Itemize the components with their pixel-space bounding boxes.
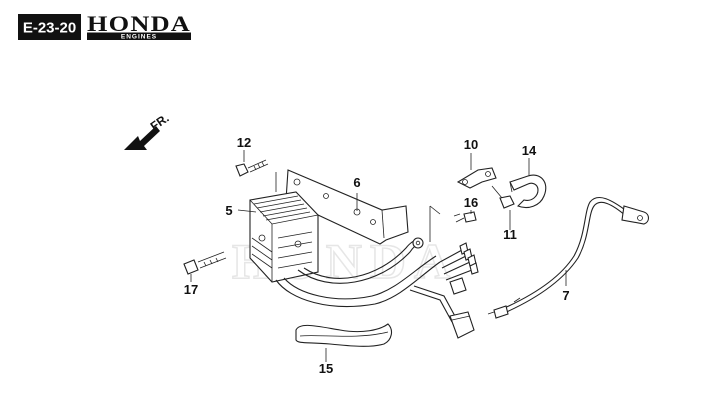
wiring-harness xyxy=(275,237,479,339)
callout-15: 15 xyxy=(319,361,333,376)
brand-name: HONDA xyxy=(87,11,191,36)
callout-17: 17 xyxy=(184,282,198,297)
part-17-bolt xyxy=(183,251,227,275)
part-15-tube xyxy=(295,323,393,347)
callout-16: 16 xyxy=(464,195,478,210)
honda-logo: HONDA ENGINES xyxy=(87,11,191,41)
leader-lines xyxy=(190,150,567,362)
callout-5: 5 xyxy=(225,203,232,218)
part-5-regulator xyxy=(249,191,319,283)
part-14-clamp xyxy=(509,174,547,209)
part-6-bracket xyxy=(285,169,409,245)
part-12-bolt xyxy=(235,159,269,177)
callout-12: 12 xyxy=(237,135,251,150)
callout-10: 10 xyxy=(464,137,478,152)
direction-label: FR. xyxy=(148,111,172,134)
brand-subtitle: ENGINES xyxy=(121,34,157,41)
part-16-bolt xyxy=(453,211,477,223)
part-10-bracket xyxy=(456,167,497,189)
diagram-code-badge: E-23-20 xyxy=(18,14,81,40)
part-11-bolt xyxy=(491,185,515,209)
front-direction-arrow-icon: FR. xyxy=(124,111,172,150)
callout-11: 11 xyxy=(503,227,517,242)
part-7-cable xyxy=(487,197,650,319)
diagram-code: E-23-20 xyxy=(23,20,76,37)
callout-14: 14 xyxy=(522,143,537,158)
callout-7: 7 xyxy=(562,288,569,303)
callout-6: 6 xyxy=(353,175,360,190)
